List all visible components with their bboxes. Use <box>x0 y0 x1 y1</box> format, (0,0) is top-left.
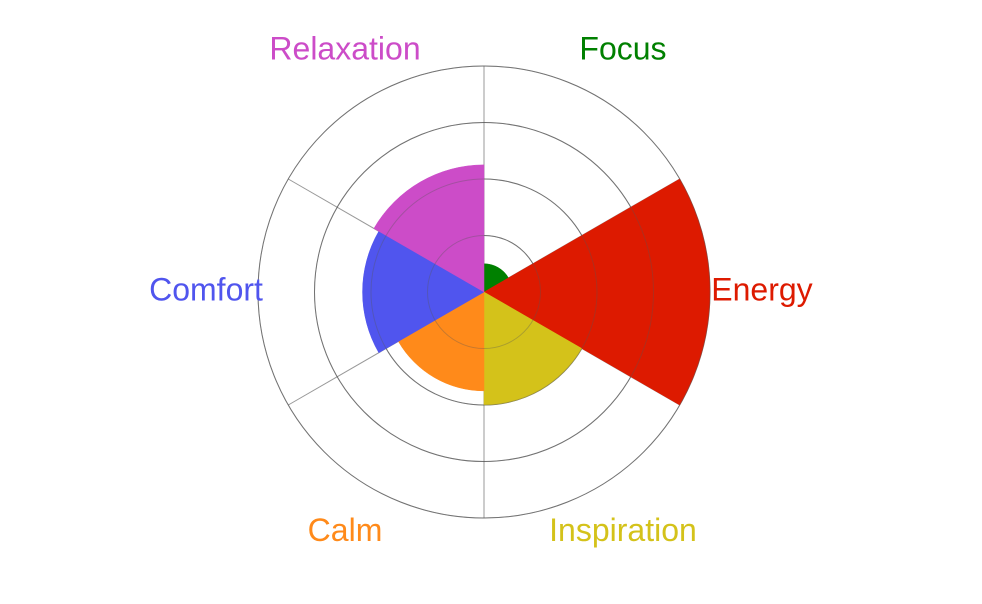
label-focus: Focus <box>579 31 666 67</box>
label-energy: Energy <box>711 271 812 307</box>
label-comfort: Comfort <box>149 271 263 307</box>
grid-overlay <box>257 65 711 519</box>
overlay-ring-4 <box>257 65 711 519</box>
wedge-calm[interactable] <box>398 291 485 392</box>
wedge-relaxation[interactable] <box>373 164 485 293</box>
label-calm: Calm <box>308 512 383 548</box>
overlay-ring-1 <box>427 235 541 349</box>
label-inspiration: Inspiration <box>549 512 697 548</box>
overlay-ring-2 <box>370 178 598 406</box>
wedge-comfort[interactable] <box>362 230 485 354</box>
wedge-energy[interactable] <box>483 178 711 406</box>
label-relaxation: Relaxation <box>269 31 420 67</box>
ring-overlay <box>257 65 711 519</box>
overlay-ring-3 <box>314 122 654 462</box>
wedges <box>362 164 711 406</box>
wedge-inspiration[interactable] <box>483 291 583 406</box>
